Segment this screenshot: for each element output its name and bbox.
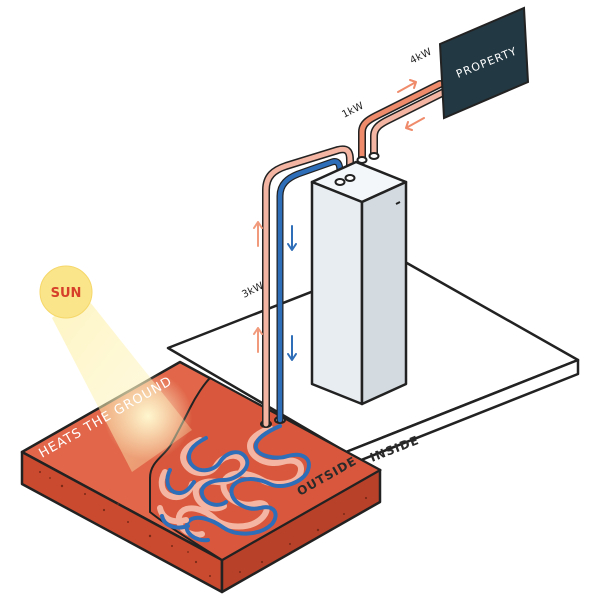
unit-pipe-ports (334, 152, 380, 186)
sun-disc (39, 265, 93, 319)
unit-indicator-light (395, 201, 401, 205)
sun-warm-glow (104, 372, 192, 460)
ground-loop-pipes (157, 424, 311, 543)
property-box: PROPERTY (438, 6, 530, 120)
property-power-label: 4kW (408, 46, 433, 66)
riser-flow-arrows (253, 221, 297, 361)
soil-speckles (39, 471, 368, 577)
heat-pump-unit (310, 152, 408, 406)
riser-pipes (262, 145, 354, 428)
property-flow-arrows (397, 79, 425, 131)
sun-label: SUN (51, 286, 82, 301)
sun: SUN (39, 265, 192, 472)
ground-power-label: 3kW (240, 280, 265, 300)
electric-power-label: 1kW (340, 100, 365, 120)
property-supply-pipes (358, 80, 448, 162)
